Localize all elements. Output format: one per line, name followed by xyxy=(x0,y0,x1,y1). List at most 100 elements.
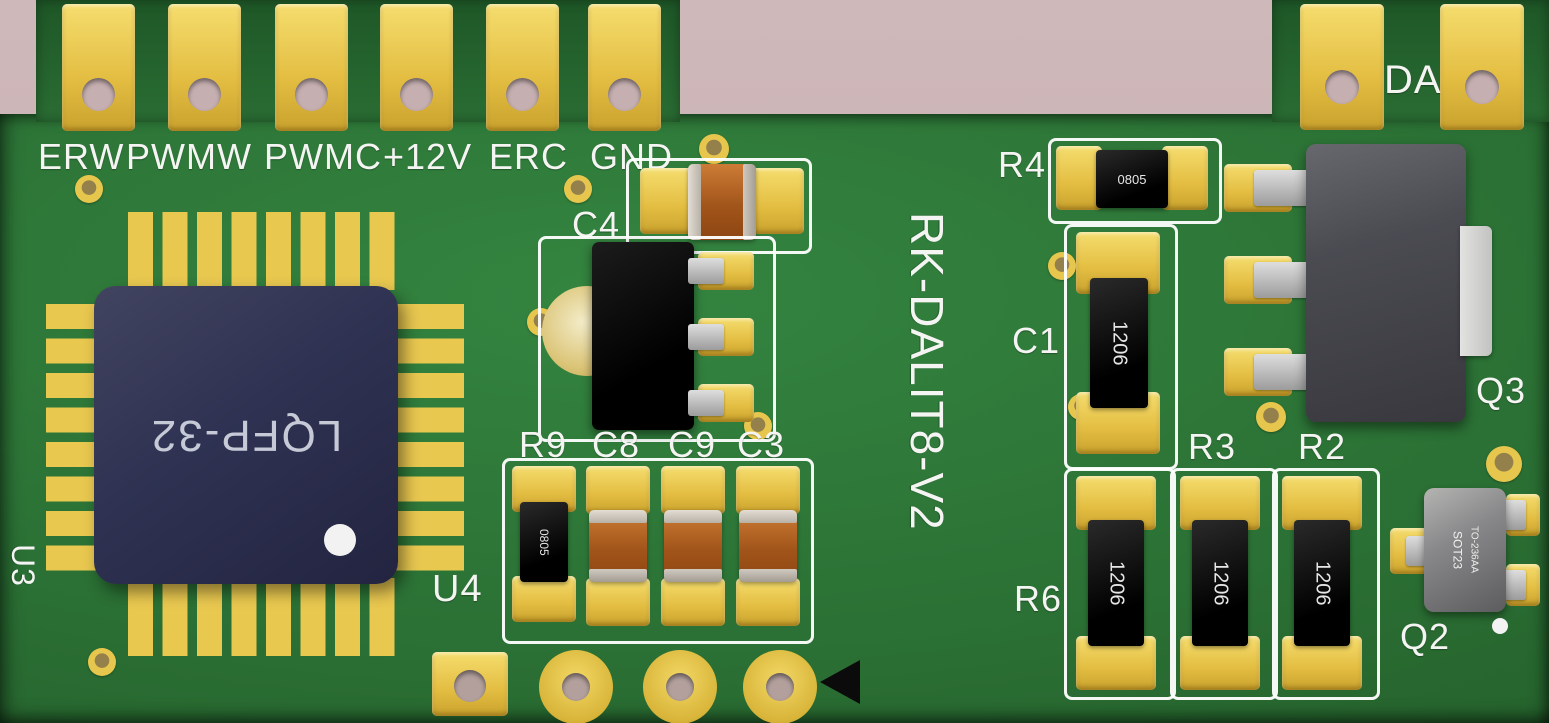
ic-u3-body: LQFP-32 xyxy=(94,286,398,584)
chip-marking: 1206 xyxy=(1311,560,1334,606)
via xyxy=(1048,252,1076,280)
drill-hole xyxy=(188,78,221,111)
label-u4: U4 xyxy=(432,568,483,610)
connector-pad-pwmw xyxy=(168,4,241,131)
terminal-cap xyxy=(743,164,756,240)
ic-pins-bottom xyxy=(128,578,404,656)
drill-hole xyxy=(400,78,433,111)
transistor-q3-tab xyxy=(1460,226,1492,356)
resistor-r3-body: 1206 xyxy=(1192,520,1248,646)
chip-marking: 0805 xyxy=(537,528,551,556)
smd-pad xyxy=(512,576,576,622)
terminal-cap xyxy=(739,569,797,582)
terminal-cap xyxy=(739,510,797,523)
connector-pad-12v xyxy=(380,4,453,131)
via xyxy=(1486,446,1522,482)
label-q3: Q3 xyxy=(1476,370,1527,411)
smd-pad xyxy=(586,578,650,626)
resistor-r2-body: 1206 xyxy=(1294,520,1350,646)
drill-hole xyxy=(766,673,794,701)
smd-pad xyxy=(661,466,725,514)
label-u3: U3 xyxy=(5,544,41,587)
smd-pad xyxy=(661,578,725,626)
ic-pins-top xyxy=(128,212,404,290)
drill-hole xyxy=(506,78,539,111)
terminal-cap xyxy=(589,510,647,523)
chip-marking: 0805 xyxy=(1117,171,1147,187)
label-r6: R6 xyxy=(1014,578,1063,619)
label-pwmc: PWMC xyxy=(264,136,382,177)
board-name-silkscreen: RK-DALIT8-V2 xyxy=(901,212,953,531)
drill-hole xyxy=(666,673,694,701)
drill-hole xyxy=(1325,70,1359,104)
label-12v: +12V xyxy=(383,136,473,177)
label-da: DA xyxy=(1384,58,1442,102)
resistor-r4-body: 0805 xyxy=(1096,150,1168,208)
capacitor-c3-body xyxy=(739,510,797,582)
connector-pad-pwmc xyxy=(275,4,348,131)
label-pwmw: PWMW xyxy=(126,136,252,177)
terminal-cap xyxy=(688,164,701,240)
drill-hole xyxy=(82,78,115,111)
component-lead xyxy=(688,258,724,284)
chip-marking: 1206 xyxy=(1209,560,1232,606)
mount-pad-round xyxy=(643,650,717,723)
drill-hole xyxy=(1465,70,1499,104)
silkscreen-outline-r3 xyxy=(1170,468,1278,700)
resistor-r9-body: 0805 xyxy=(520,502,568,582)
component-lead xyxy=(688,324,724,350)
smd-pad xyxy=(586,466,650,514)
mount-pad-round xyxy=(743,650,817,723)
drill-hole xyxy=(454,670,486,702)
terminal-cap xyxy=(664,569,722,582)
connector-pad-erc xyxy=(486,4,559,131)
pin1-dot xyxy=(324,524,356,556)
drill-hole xyxy=(608,78,641,111)
terminal-cap xyxy=(664,510,722,523)
component-lead xyxy=(1254,262,1312,298)
smd-pad xyxy=(1056,146,1102,210)
transistor-q2-body: SOT23 TO-236AA xyxy=(1424,488,1506,612)
chip-marking: 1206 xyxy=(1108,320,1131,366)
mount-pad-round xyxy=(539,650,613,723)
ic-pins-left xyxy=(46,304,102,580)
connector-pad-da-1 xyxy=(1300,4,1384,130)
via xyxy=(75,175,103,203)
chip-marking: SOT23 xyxy=(1450,530,1465,569)
capacitor-c4-body xyxy=(688,164,756,240)
component-lead xyxy=(1254,354,1312,390)
terminal-cap xyxy=(589,569,647,582)
label-r4: R4 xyxy=(998,144,1047,185)
transistor-q3-body xyxy=(1306,144,1466,422)
component-lead xyxy=(1254,170,1312,206)
drill-hole xyxy=(562,673,590,701)
connector-pad-gnd xyxy=(588,4,661,131)
connector-pad-da-2 xyxy=(1440,4,1524,130)
silkscreen-dot xyxy=(1492,618,1508,634)
label-erw: ERW xyxy=(38,136,125,177)
component-lead xyxy=(688,390,724,416)
smd-pad xyxy=(736,578,800,626)
via xyxy=(88,648,116,676)
capacitor-c9-body xyxy=(664,510,722,582)
capacitor-c1-body: 1206 xyxy=(1090,278,1148,408)
silkscreen-outline-passives xyxy=(502,458,814,644)
label-erc: ERC xyxy=(489,136,569,177)
silkscreen-outline-r4 xyxy=(1048,138,1222,224)
silkscreen-outline-regulator xyxy=(538,236,776,442)
label-r2: R2 xyxy=(1298,426,1347,467)
silkscreen-outline-r2 xyxy=(1272,468,1380,700)
via xyxy=(1256,402,1286,432)
drill-hole xyxy=(295,78,328,111)
label-c1: C1 xyxy=(1012,320,1061,361)
chip-marking: TO-236AA xyxy=(1468,526,1480,574)
mount-pad-square xyxy=(432,652,508,716)
connector-pad-erw xyxy=(62,4,135,131)
capacitor-c8-body xyxy=(589,510,647,582)
top-connector-block xyxy=(36,0,680,122)
via xyxy=(564,175,592,203)
arrow-marker xyxy=(820,660,860,704)
ic-pins-right xyxy=(394,304,464,580)
label-r3: R3 xyxy=(1188,426,1237,467)
